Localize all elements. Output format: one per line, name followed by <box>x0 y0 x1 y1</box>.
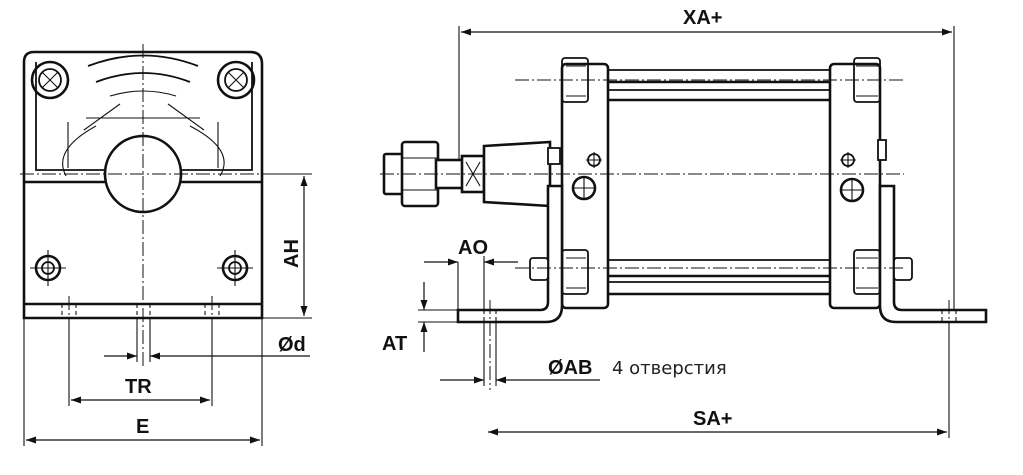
dim-label-e: E <box>136 416 149 438</box>
dim-label-at: AT <box>382 333 407 355</box>
screw-bracket-right <box>217 250 253 286</box>
front-dimensions <box>23 173 312 446</box>
rear-end-cap <box>828 57 887 310</box>
dim-label-sa: SA+ <box>693 408 732 430</box>
dim-label-ab: ØAB <box>548 357 592 379</box>
dim-label-ah: AH <box>281 239 303 268</box>
screw-top-left <box>30 60 70 100</box>
dim-label-ao: AO <box>458 237 488 259</box>
screw-top-right <box>216 60 256 100</box>
cylinder-barrel <box>608 69 830 296</box>
foot-bracket-rear-side <box>878 184 988 324</box>
dim-label-xa: XA+ <box>683 7 722 29</box>
side-dimensions <box>418 26 955 438</box>
front-view <box>20 44 310 366</box>
dim-label-d: Ød <box>278 334 306 356</box>
hole-count-note: 4 отверстия <box>612 358 727 379</box>
dim-label-tr: TR <box>125 376 152 398</box>
front-end-cap <box>560 57 610 310</box>
screw-bracket-left <box>30 250 66 286</box>
side-view <box>380 57 988 390</box>
